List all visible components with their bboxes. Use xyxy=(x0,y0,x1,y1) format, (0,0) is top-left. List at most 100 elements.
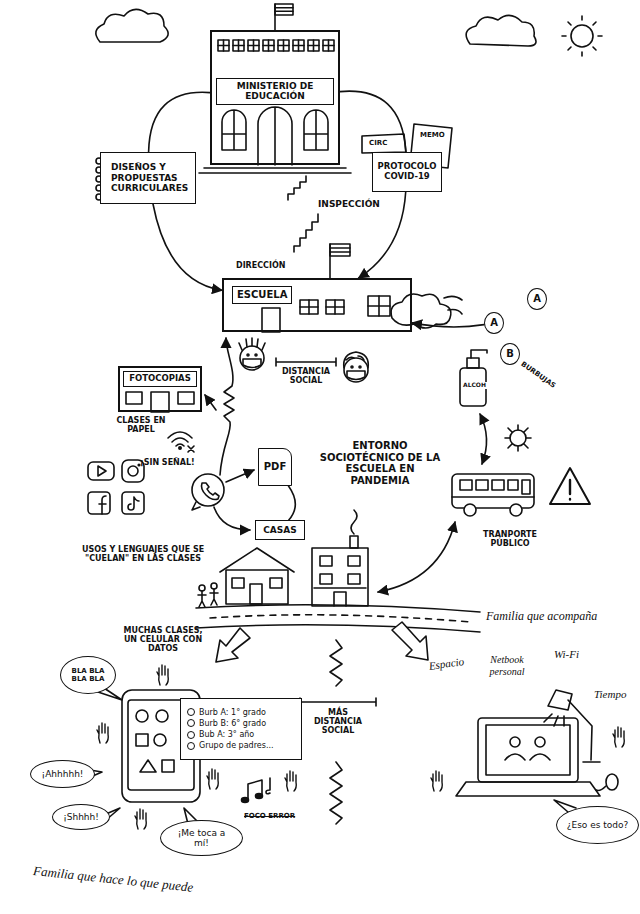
node-text: PROTOCOLO COVID-19 xyxy=(378,162,437,182)
wavy-connection xyxy=(220,338,234,475)
distance-marks xyxy=(300,698,376,706)
caption-label: USOS Y LENGUAJES QUE SE "CUELAN" EN LAS … xyxy=(70,545,216,563)
music-notes xyxy=(256,794,263,799)
masked-people xyxy=(247,354,249,356)
node-text: BLA BLA BLA BLA xyxy=(69,667,107,683)
laptop-lamp xyxy=(596,786,606,791)
distance-label: DISTANCIA SOCIAL xyxy=(276,367,336,385)
school-drawing xyxy=(391,294,451,328)
handwritten-note: Familia que acompaña xyxy=(486,610,597,624)
handwritten-note: Familia que hace lo que puede xyxy=(32,864,193,896)
connector-arrow xyxy=(149,92,210,152)
protocol-paper: PROTOCOLO COVID-19 xyxy=(372,152,442,192)
virus-bus-warning xyxy=(476,480,488,490)
alcohol-bottle xyxy=(480,414,487,464)
ministry-drawing xyxy=(263,40,274,51)
laptop-lamp xyxy=(456,782,600,796)
phone-drawing xyxy=(140,760,156,772)
houses-road xyxy=(320,574,332,584)
music-notes xyxy=(242,798,249,803)
ministry-drawing xyxy=(293,40,304,51)
music-notes xyxy=(266,778,270,794)
node-text: Burb A: 1° grado xyxy=(199,708,266,717)
phone-drawing xyxy=(162,760,174,772)
sky-drawing xyxy=(466,15,536,46)
virus-bus-warning xyxy=(522,480,530,494)
school-drawing xyxy=(326,300,344,314)
handwritten-note: Tiempo xyxy=(594,688,626,701)
ministry-drawing xyxy=(218,40,229,51)
copy-shop-drawing xyxy=(126,392,216,412)
laptop-lamp xyxy=(606,774,618,790)
houses-road xyxy=(392,622,428,660)
sky-drawing xyxy=(96,9,602,56)
music-notes xyxy=(248,780,262,800)
handwritten-note: Espacio xyxy=(428,655,465,672)
hands xyxy=(97,665,624,829)
node-text: A xyxy=(533,293,541,305)
caption-label: MUCHAS CLASES, UN CELULAR CON DATOS xyxy=(118,626,208,654)
level-label: INSPECCIÓN xyxy=(318,199,380,209)
houses-road xyxy=(320,556,332,566)
app-icons xyxy=(226,470,254,482)
bubble-circle: A xyxy=(527,288,547,310)
pdf-document: PDF xyxy=(258,448,292,486)
stairs-drawing xyxy=(288,176,306,200)
ministry-building: MINISTERIO DE EDUCACIÓN xyxy=(210,30,340,165)
school-drawing xyxy=(368,296,390,316)
wifi-no-signal xyxy=(168,432,192,446)
stairs-drawing xyxy=(288,176,318,252)
ministry-drawing xyxy=(199,4,351,173)
sky-drawing xyxy=(96,9,168,42)
speech-bubble: ¡Ahhhhh! xyxy=(30,760,95,788)
group-label: BURBUJAS xyxy=(519,360,557,390)
node-text: PDF xyxy=(264,461,286,473)
bubble-tails xyxy=(88,688,576,824)
houses-road xyxy=(216,628,250,662)
school-drawing xyxy=(300,300,318,314)
list-row: Grupo de padres... xyxy=(187,741,274,750)
virus-bus-warning xyxy=(464,504,476,516)
houses-road xyxy=(250,584,262,604)
houses-road xyxy=(211,583,217,589)
copy-shop: FOTOCOPIAS xyxy=(118,366,202,412)
houses-road xyxy=(226,570,288,604)
node-text: B xyxy=(506,348,514,360)
chat-list: Burb A: 1° gradoBurb B: 6° gradoBub A: 3… xyxy=(180,698,302,760)
node-text: Burb B: 6° grado xyxy=(199,719,266,728)
virus-bus-warning xyxy=(452,496,534,498)
laptop-lamp xyxy=(486,725,570,775)
app-icons xyxy=(88,462,114,480)
sky-drawing xyxy=(571,25,593,47)
list-row: Burb A: 1° grado xyxy=(187,708,266,717)
node-text: ¡Me toca a mí! xyxy=(169,828,234,849)
masked-people xyxy=(359,366,361,368)
copy-shop-drawing xyxy=(151,392,169,412)
node-text: CASAS xyxy=(263,525,297,535)
sky-drawing xyxy=(562,16,602,56)
stairs-drawing xyxy=(294,214,318,252)
masked-people xyxy=(344,352,369,368)
houses-road xyxy=(210,615,470,622)
app-icons xyxy=(192,474,224,506)
ministry-drawing xyxy=(304,110,328,150)
connector-arrow xyxy=(289,486,296,520)
hands xyxy=(97,723,108,743)
houses-road xyxy=(270,578,282,588)
bubble-circle: B xyxy=(500,343,520,365)
houses-road xyxy=(196,510,480,662)
app-icons xyxy=(128,466,138,476)
masked-people xyxy=(347,371,365,380)
hands xyxy=(135,809,146,829)
masked-people xyxy=(276,358,336,366)
bullet-circle xyxy=(187,731,195,739)
virus-bus-warning xyxy=(492,480,504,490)
virus-bus-warning xyxy=(378,425,590,592)
node-text: DISEÑOS Y PROPUESTAS CURRICULARES xyxy=(111,162,191,193)
school-drawing xyxy=(330,248,350,252)
app-icons xyxy=(98,466,106,476)
node-text: MINISTERIO DE EDUCACIÓN xyxy=(216,78,334,105)
houses-road xyxy=(199,585,205,591)
masked-people xyxy=(243,359,261,368)
ministry-drawing xyxy=(275,8,293,12)
